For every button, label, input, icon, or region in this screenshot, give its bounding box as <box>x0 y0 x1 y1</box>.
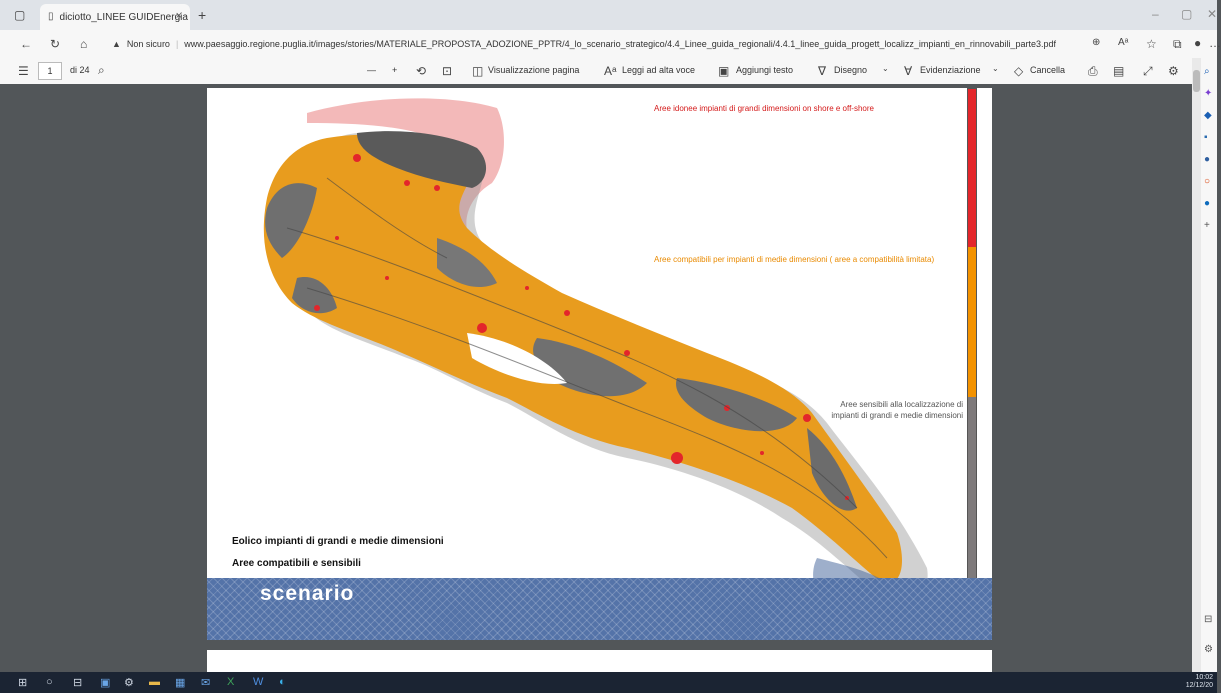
warning-icon: ▲ <box>112 39 121 49</box>
zoom-in-button[interactable]: + <box>392 65 398 75</box>
tab-title: diciotto_LINEE GUIDEnergia <box>59 11 188 23</box>
chevron-down-icon[interactable]: ⌄ <box>882 64 889 73</box>
favorites-icon[interactable]: ☆ <box>1146 37 1157 51</box>
page-total: di 24 <box>70 65 90 75</box>
eraser-icon: ◇ <box>1014 64 1024 78</box>
refresh-icon[interactable]: ↻ <box>50 37 61 51</box>
pdf-toolbar: ☰ 1 di 24 ⌕ — + ⟲ ⊡ ◫ Visualizzazione pa… <box>0 58 1217 85</box>
cortana-search-icon[interactable]: ○ <box>46 676 53 688</box>
legend-label-red: Aree idonee impianti di grandi dimension… <box>654 104 874 113</box>
add-icon[interactable]: + <box>1204 220 1210 231</box>
edge-icon[interactable]: ◐ <box>279 676 286 688</box>
read-aloud-icon: Aᵃ <box>604 64 617 78</box>
home-icon[interactable]: ⌂ <box>80 37 88 51</box>
pdf-page: Aree idonee impianti di grandi dimension… <box>207 88 992 640</box>
legend-orange-segment <box>968 247 976 397</box>
close-window-icon[interactable]: ✕ <box>1207 7 1218 21</box>
contents-icon[interactable]: ☰ <box>18 64 29 78</box>
pdf-viewer[interactable]: Aree idonee impianti di grandi dimension… <box>0 84 1192 680</box>
url-separator: | <box>175 39 179 49</box>
legend-label-orange: Aree compatibili per impianti di medie d… <box>654 255 935 264</box>
highlight-button[interactable]: Evidenziazione <box>920 65 981 75</box>
rotate-icon[interactable]: ⟲ <box>416 64 427 78</box>
people-icon[interactable]: ● <box>1204 154 1211 165</box>
document-icon: ▯ <box>48 11 54 22</box>
taskbar-clock[interactable]: 10:02 12/12/20 <box>1186 674 1213 690</box>
browser-tab[interactable]: ▯ diciotto_LINEE GUIDEnergia × <box>40 4 190 30</box>
draw-icon: ∇ <box>818 64 827 78</box>
legend-grey-segment <box>968 397 976 582</box>
app-icon[interactable]: ▣ <box>100 677 111 689</box>
fullscreen-icon[interactable]: ⤢ <box>1143 64 1153 78</box>
windows-start-icon[interactable]: ⊞ <box>18 677 28 689</box>
zoom-icon[interactable]: ⊕ <box>1092 37 1101 48</box>
sparkle-icon[interactable]: ✦ <box>1204 88 1213 99</box>
scenario-band <box>207 578 992 640</box>
task-view-icon[interactable]: ⊟ <box>73 677 83 689</box>
legend-label-grey: Aree sensibili alla localizzazione di im… <box>831 400 963 420</box>
tab-close-button[interactable]: × <box>175 10 182 22</box>
calendar-icon[interactable]: ▦ <box>175 677 186 689</box>
map-title-line2: Aree compatibili e sensibili <box>232 558 361 569</box>
outlook-icon[interactable]: ● <box>1204 198 1211 209</box>
briefcase-icon[interactable]: ▪ <box>1204 132 1208 143</box>
new-tab-button[interactable]: + <box>198 7 207 23</box>
read-mode-icon[interactable]: Aᵃ <box>1118 37 1129 48</box>
browser-tab-bar: ▢ ▯ diciotto_LINEE GUIDEnergia × + – ▢ ✕ <box>0 0 1217 30</box>
sidebar-panel-icon[interactable]: ⊟ <box>1204 614 1213 625</box>
page-view-button[interactable]: Visualizzazione pagina <box>488 65 580 75</box>
security-label: Non sicuro <box>126 39 170 49</box>
settings-icon[interactable]: ⚙ <box>124 677 134 689</box>
legend-red-segment <box>968 89 976 247</box>
zoom-out-button[interactable]: — <box>367 65 376 75</box>
tag-icon[interactable]: ◆ <box>1204 110 1212 121</box>
erase-button[interactable]: Cancella <box>1030 65 1066 75</box>
page-view-icon: ◫ <box>472 64 484 78</box>
tab-actions-icon[interactable]: ▢ <box>14 8 26 22</box>
search-icon[interactable]: ⌕ <box>1204 66 1210 77</box>
chevron-down-icon[interactable]: ⌄ <box>992 64 999 73</box>
scrollbar-thumb[interactable] <box>1193 70 1200 92</box>
scenario-label: scenario <box>260 582 355 605</box>
mail-icon[interactable]: ✉ <box>201 677 211 689</box>
office-icon[interactable]: ○ <box>1204 176 1211 187</box>
clock-time: 10:02 <box>1195 674 1213 681</box>
vertical-scrollbar[interactable] <box>1192 58 1201 672</box>
more-options-icon[interactable]: … <box>1209 36 1221 50</box>
collections-icon[interactable]: ⧉ <box>1173 37 1182 51</box>
legend-color-bar <box>967 88 977 583</box>
file-explorer-icon[interactable]: ▬ <box>149 676 160 688</box>
minimize-icon[interactable]: – <box>1152 7 1159 21</box>
map-title-line1: Eolico impianti di grandi e medie dimens… <box>232 536 444 547</box>
search-icon[interactable]: ⌕ <box>98 63 105 77</box>
read-aloud-button[interactable]: Leggi ad alta voce <box>622 65 696 75</box>
fit-page-icon[interactable]: ⊡ <box>442 64 453 78</box>
word-icon[interactable]: W <box>253 676 264 688</box>
sidebar-settings-icon[interactable]: ⚙ <box>1204 644 1213 655</box>
restore-icon[interactable]: ▢ <box>1181 7 1193 21</box>
highlight-icon: ∀ <box>904 64 913 78</box>
profile-avatar-icon[interactable]: ● <box>1194 36 1202 50</box>
windows-taskbar: ⊞ ○ ⊟ ▣ ⚙ ▬ ▦ ✉ X W ◐ 10:02 12/12/20 <box>0 672 1217 693</box>
add-text-icon: ▣ <box>718 64 730 78</box>
back-arrow-icon[interactable]: ← <box>20 37 32 51</box>
add-text-button[interactable]: Aggiungi testo <box>736 65 794 75</box>
save-icon[interactable]: ▤ <box>1113 64 1125 78</box>
settings-gear-icon[interactable]: ⚙ <box>1168 64 1179 78</box>
url-field[interactable]: ▲ Non sicuro | www.paesaggio.regione.pug… <box>112 35 1056 53</box>
print-icon[interactable]: ⎙ <box>1088 64 1098 78</box>
edge-sidebar: ⌕ ✦ ◆ ▪ ● ○ ● + ⊟ ⚙ <box>1201 58 1217 672</box>
draw-button[interactable]: Disegno <box>834 65 868 75</box>
address-bar: ← ↻ ⌂ ▲ Non sicuro | www.paesaggio.regio… <box>0 30 1221 59</box>
excel-icon[interactable]: X <box>227 676 235 688</box>
page-number-input[interactable]: 1 <box>38 62 62 80</box>
clock-date: 12/12/20 <box>1185 682 1213 689</box>
url-text: www.paesaggio.regione.puglia.it/images/s… <box>184 39 1056 49</box>
